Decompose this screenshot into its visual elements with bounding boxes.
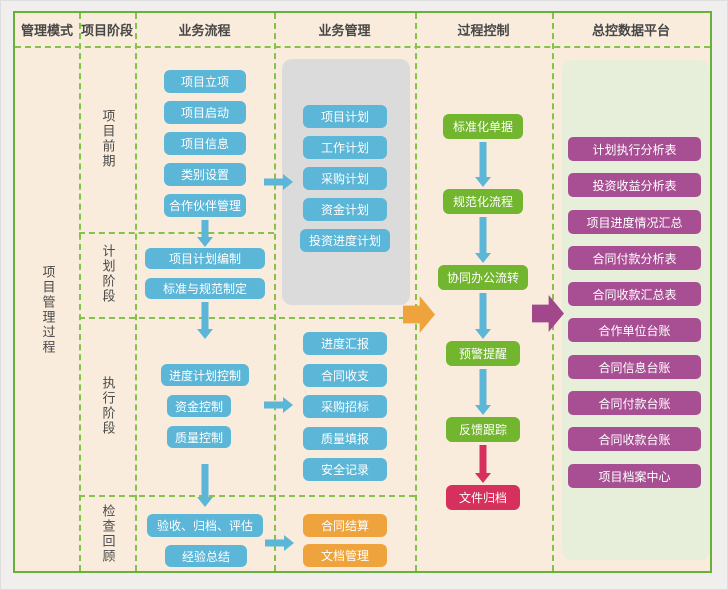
management-process-label: 项目管理过程	[40, 265, 56, 355]
platform-node: 投资收益分析表	[568, 173, 701, 197]
arrow-down-icon	[474, 217, 492, 263]
column-header-management-mode: 管理模式	[20, 23, 73, 38]
arrow-right-icon	[265, 535, 294, 551]
control-node: 协同办公流转	[438, 265, 528, 290]
arrow-down-icon	[196, 464, 214, 507]
phase-divider	[79, 495, 415, 497]
mgmt-node: 工作计划	[303, 136, 387, 159]
column-header-business-process: 业务流程	[178, 23, 231, 38]
flow-node: 项目立项	[164, 70, 246, 93]
flow-node: 经验总结	[165, 545, 247, 567]
platform-node: 合同收款台账	[568, 427, 701, 451]
mgmt-node: 安全记录	[303, 458, 387, 481]
flow-node: 验收、归档、评估	[147, 514, 263, 537]
phase-label-plan: 计划阶段	[100, 244, 116, 304]
phase-label-exec: 执行阶段	[100, 376, 116, 436]
arrow-down-icon	[474, 369, 492, 415]
control-node: 预警提醒	[446, 341, 520, 366]
flow-node: 项目信息	[164, 132, 246, 155]
big-arrow-right-icon	[532, 295, 564, 332]
mgmt-node: 文档管理	[303, 544, 387, 567]
platform-node: 合作单位台账	[568, 318, 701, 342]
mgmt-node: 采购招标	[303, 395, 387, 418]
platform-node: 合同付款分析表	[568, 246, 701, 270]
column-header-business-management: 业务管理	[318, 23, 371, 38]
platform-node: 合同收款汇总表	[568, 282, 701, 306]
column-divider	[415, 13, 417, 571]
mgmt-node: 采购计划	[303, 167, 387, 190]
flow-node: 项目计划编制	[145, 248, 265, 269]
arrow-down-icon	[474, 142, 492, 187]
mgmt-node: 合同结算	[303, 514, 387, 537]
platform-node: 合同付款台账	[568, 391, 701, 415]
control-node: 文件归档	[446, 485, 520, 510]
phase-divider	[79, 317, 415, 319]
flow-node: 质量控制	[167, 426, 231, 448]
column-header-project-phase: 项目阶段	[80, 23, 133, 38]
arrow-down-icon	[196, 220, 214, 247]
arrow-down-icon	[196, 302, 214, 339]
mgmt-node: 质量填报	[303, 427, 387, 450]
arrow-right-icon	[264, 397, 293, 413]
control-node: 规范化流程	[443, 189, 523, 214]
column-divider	[274, 13, 276, 571]
mgmt-node: 合同收支	[303, 364, 387, 387]
flow-node: 合作伙伴管理	[164, 194, 246, 217]
phase-label-early: 项目前期	[100, 109, 116, 169]
column-divider	[135, 13, 137, 571]
platform-node: 项目档案中心	[568, 464, 701, 488]
control-node: 标准化单据	[443, 114, 523, 139]
flow-node: 进度计划控制	[161, 364, 249, 386]
phase-divider	[79, 232, 274, 234]
flow-node: 标准与规范制定	[145, 278, 265, 299]
platform-node: 项目进度情况汇总	[568, 210, 701, 234]
phase-label-review: 检查回顾	[100, 504, 116, 564]
header-divider	[15, 46, 710, 48]
flow-node: 资金控制	[167, 395, 231, 417]
column-divider	[552, 13, 554, 571]
arrow-down-icon	[474, 445, 492, 483]
column-divider	[79, 13, 81, 571]
arrow-down-icon	[474, 293, 492, 339]
platform-node: 计划执行分析表	[568, 137, 701, 161]
big-arrow-right-icon	[403, 296, 435, 333]
mgmt-node: 项目计划	[303, 105, 387, 128]
column-header-process-control: 过程控制	[457, 23, 510, 38]
mgmt-node: 进度汇报	[303, 332, 387, 355]
platform-node: 合同信息台账	[568, 355, 701, 379]
control-node: 反馈跟踪	[446, 417, 520, 442]
column-header-data-platform: 总控数据平台	[591, 23, 670, 38]
arrow-right-icon	[264, 174, 293, 190]
flow-node: 类别设置	[164, 163, 246, 186]
mgmt-node: 投资进度计划	[300, 229, 390, 252]
flow-node: 项目启动	[164, 101, 246, 124]
flowchart-canvas: 管理模式 项目阶段 业务流程 业务管理 过程控制 总控数据平台 项目管理过程 项…	[13, 11, 712, 573]
mgmt-node: 资金计划	[303, 198, 387, 221]
